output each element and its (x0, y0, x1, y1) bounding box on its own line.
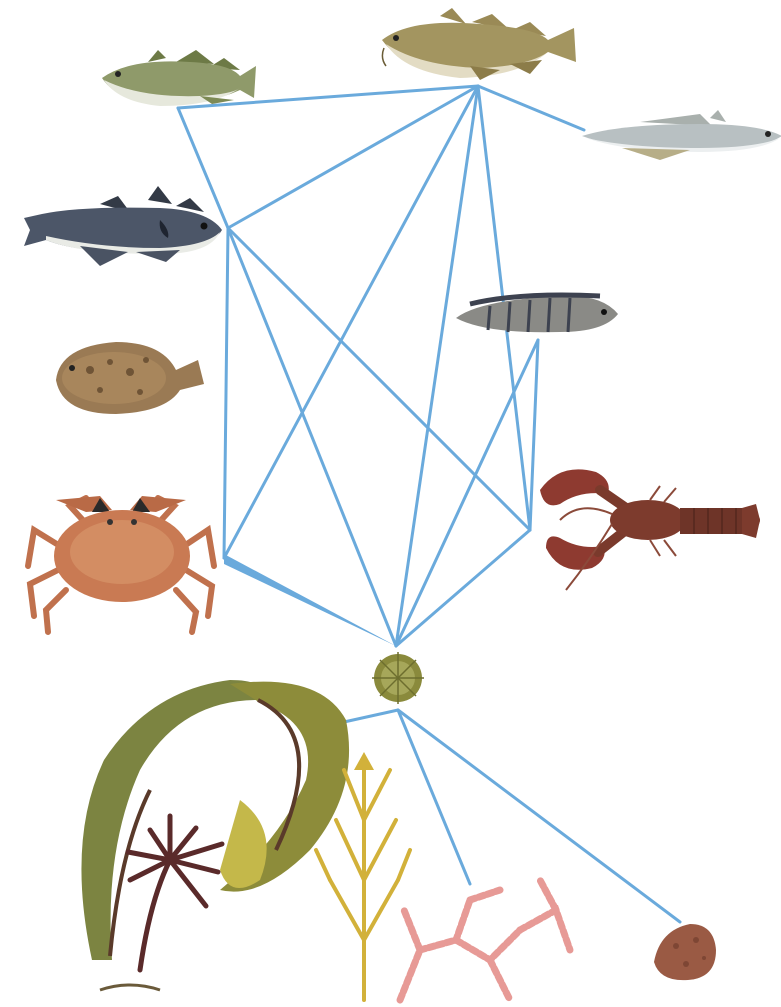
american-lobster-icon (540, 469, 760, 590)
wolffish-icon (456, 295, 618, 332)
rock-crab-icon (28, 496, 214, 632)
food-web-link (224, 228, 228, 558)
kelp-icon (81, 680, 349, 990)
food-web-link (396, 86, 478, 646)
encrusting-alga-icon (654, 924, 716, 980)
food-web-link (228, 228, 396, 646)
haddock-fish-icon (24, 186, 222, 266)
silver-hake-icon (582, 110, 781, 160)
food-web-links (178, 86, 680, 922)
coralline-alga-icon (400, 880, 570, 1000)
food-web-link (396, 530, 530, 646)
food-web-link (224, 554, 396, 646)
pollock-fish-icon (102, 50, 256, 106)
food-web-link (530, 340, 538, 530)
atlantic-cod-icon (382, 8, 576, 80)
food-web-link (228, 228, 530, 530)
flounder-icon (56, 342, 204, 414)
sea-urchin-icon (372, 652, 424, 704)
food-web-link (178, 108, 228, 228)
food-web-link (478, 86, 584, 130)
food-web-link (344, 710, 398, 722)
